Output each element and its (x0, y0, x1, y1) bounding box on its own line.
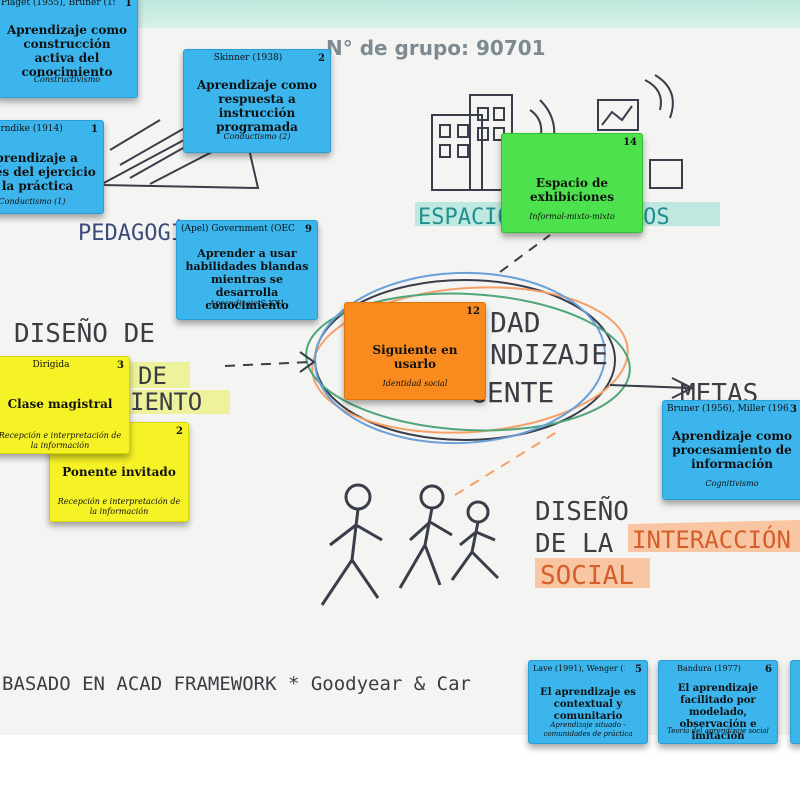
group-number-label: N° de grupo: 90701 (326, 36, 546, 60)
sticky-note-behaviorism-2[interactable]: Skinner (1938) 2 Aprendizaje como respue… (183, 49, 331, 153)
card-author: Lave (1991), Wenger (1991) (533, 664, 625, 673)
card-title: Ponente invitado (62, 465, 176, 479)
card-footer: Informal-mixto-mixto (529, 212, 615, 221)
sticky-note-next-user[interactable]: 12 Siguiente en usarlo Identidad social (344, 302, 486, 400)
center-label-1: DAD (490, 306, 541, 339)
sticky-note-cognitivism[interactable]: Bruner (1956), Miller (1960) 3 Aprendiza… (662, 400, 800, 500)
card-title: Aprendizaje como construcción activa del… (6, 23, 128, 79)
social-label-3: INTERACCIÓN (632, 524, 791, 554)
card-number: 3 (790, 404, 797, 415)
card-title: El aprendizaje facilitado por modelado, … (677, 683, 759, 742)
card-number: 1 (91, 124, 98, 135)
card-footer: Teoría del aprendizaje social (667, 727, 769, 735)
footer-credit: BASADO EN ACAD FRAMEWORK * Goodyear & Ca… (2, 673, 471, 695)
card-number: 5 (635, 664, 642, 675)
card-footer: Aprendizaje situado - comunidades de prá… (543, 721, 633, 738)
sticky-note-lecture[interactable]: Dirigida 3 Clase magistral Recepción e i… (0, 356, 130, 454)
card-author: Thorndike (1914) (0, 124, 63, 134)
social-label-1: DISEÑO (535, 495, 629, 527)
card-number: 2 (318, 53, 325, 64)
card-title: Clase magistral (7, 397, 113, 411)
card-footer: Aprendizaje S XX1 (209, 299, 285, 308)
card-title: El aprendizaje es contextual y comunitar… (540, 687, 636, 722)
design-task-label-3: IENTO (130, 388, 202, 416)
card-footer: Identidad social (382, 379, 448, 388)
card-number: 9 (305, 224, 312, 235)
card-title: Aprendizaje como respuesta a instrucción… (196, 78, 318, 134)
social-label-2: DE LA (535, 529, 614, 559)
design-task-label-2: DE (138, 362, 167, 390)
card-footer: Constructivismo (33, 75, 101, 84)
card-number: 1 (125, 0, 132, 9)
bottom-white-strip (0, 735, 800, 800)
card-number: 6 (765, 664, 772, 675)
card-title: Aprender a usar habilidades blandas mien… (185, 247, 309, 312)
sticky-note-behaviorism-1[interactable]: Thorndike (1914) 1 Aprendizaje a través … (0, 120, 104, 214)
card-number: 12 (466, 306, 480, 317)
card-author: Bruner (1956), Miller (1960) (667, 404, 789, 414)
card-author: Piaget (1955), Bruner (1960) (1, 0, 115, 8)
center-loops (305, 271, 631, 445)
card-author: (Apel) Government (OECD) NED (181, 224, 295, 234)
card-title: Aprendizaje como procesamiento de inform… (671, 429, 793, 471)
card-footer: Cognitivismo (705, 479, 759, 488)
sticky-note-situated-learning[interactable]: Lave (1991), Wenger (1991) 5 El aprendiz… (528, 660, 648, 744)
people-sketch (320, 483, 500, 606)
card-author: Dirigida (32, 360, 70, 370)
center-label-2: NDIZAJE (490, 338, 608, 371)
connector-arrows (224, 234, 695, 496)
card-title: Aprendizaje a través del ejercicio y la … (0, 151, 96, 193)
card-footer: Conductismo (2) (223, 132, 291, 141)
card-author: Skinner (1938) (213, 53, 283, 63)
card-footer: Recepción e interpretación de la informa… (0, 431, 122, 450)
card-number: 2 (176, 426, 183, 437)
social-highlight (535, 520, 800, 588)
card-footer: Recepción e interpretación de la informa… (57, 497, 181, 516)
design-task-label-1: DISEÑO DE (14, 317, 155, 349)
sticky-note-social-learning[interactable]: Bandura (1977) 6 El aprendizaje facilita… (658, 660, 778, 744)
card-author: Bandura (1977) (677, 664, 741, 673)
sticky-note-exhibition-space[interactable]: 14 Espacio de exhibiciones Informal-mixt… (501, 133, 643, 233)
card-number: 3 (117, 360, 124, 371)
card-title: Siguiente en usarlo (372, 343, 458, 371)
card-title: Espacio de exhibiciones (529, 176, 614, 204)
sticky-note-soft-skills[interactable]: (Apel) Government (OECD) NED 9 Aprender … (176, 220, 318, 320)
sticky-note-partial-edge[interactable] (790, 660, 800, 744)
sticky-note-constructivism[interactable]: Piaget (1955), Bruner (1960) 1 Aprendiza… (0, 0, 138, 98)
card-number: 14 (623, 137, 637, 148)
card-footer: Conductismo (1) (0, 197, 66, 206)
design-task-highlight (118, 362, 230, 414)
social-label-4: SOCIAL (540, 561, 634, 591)
